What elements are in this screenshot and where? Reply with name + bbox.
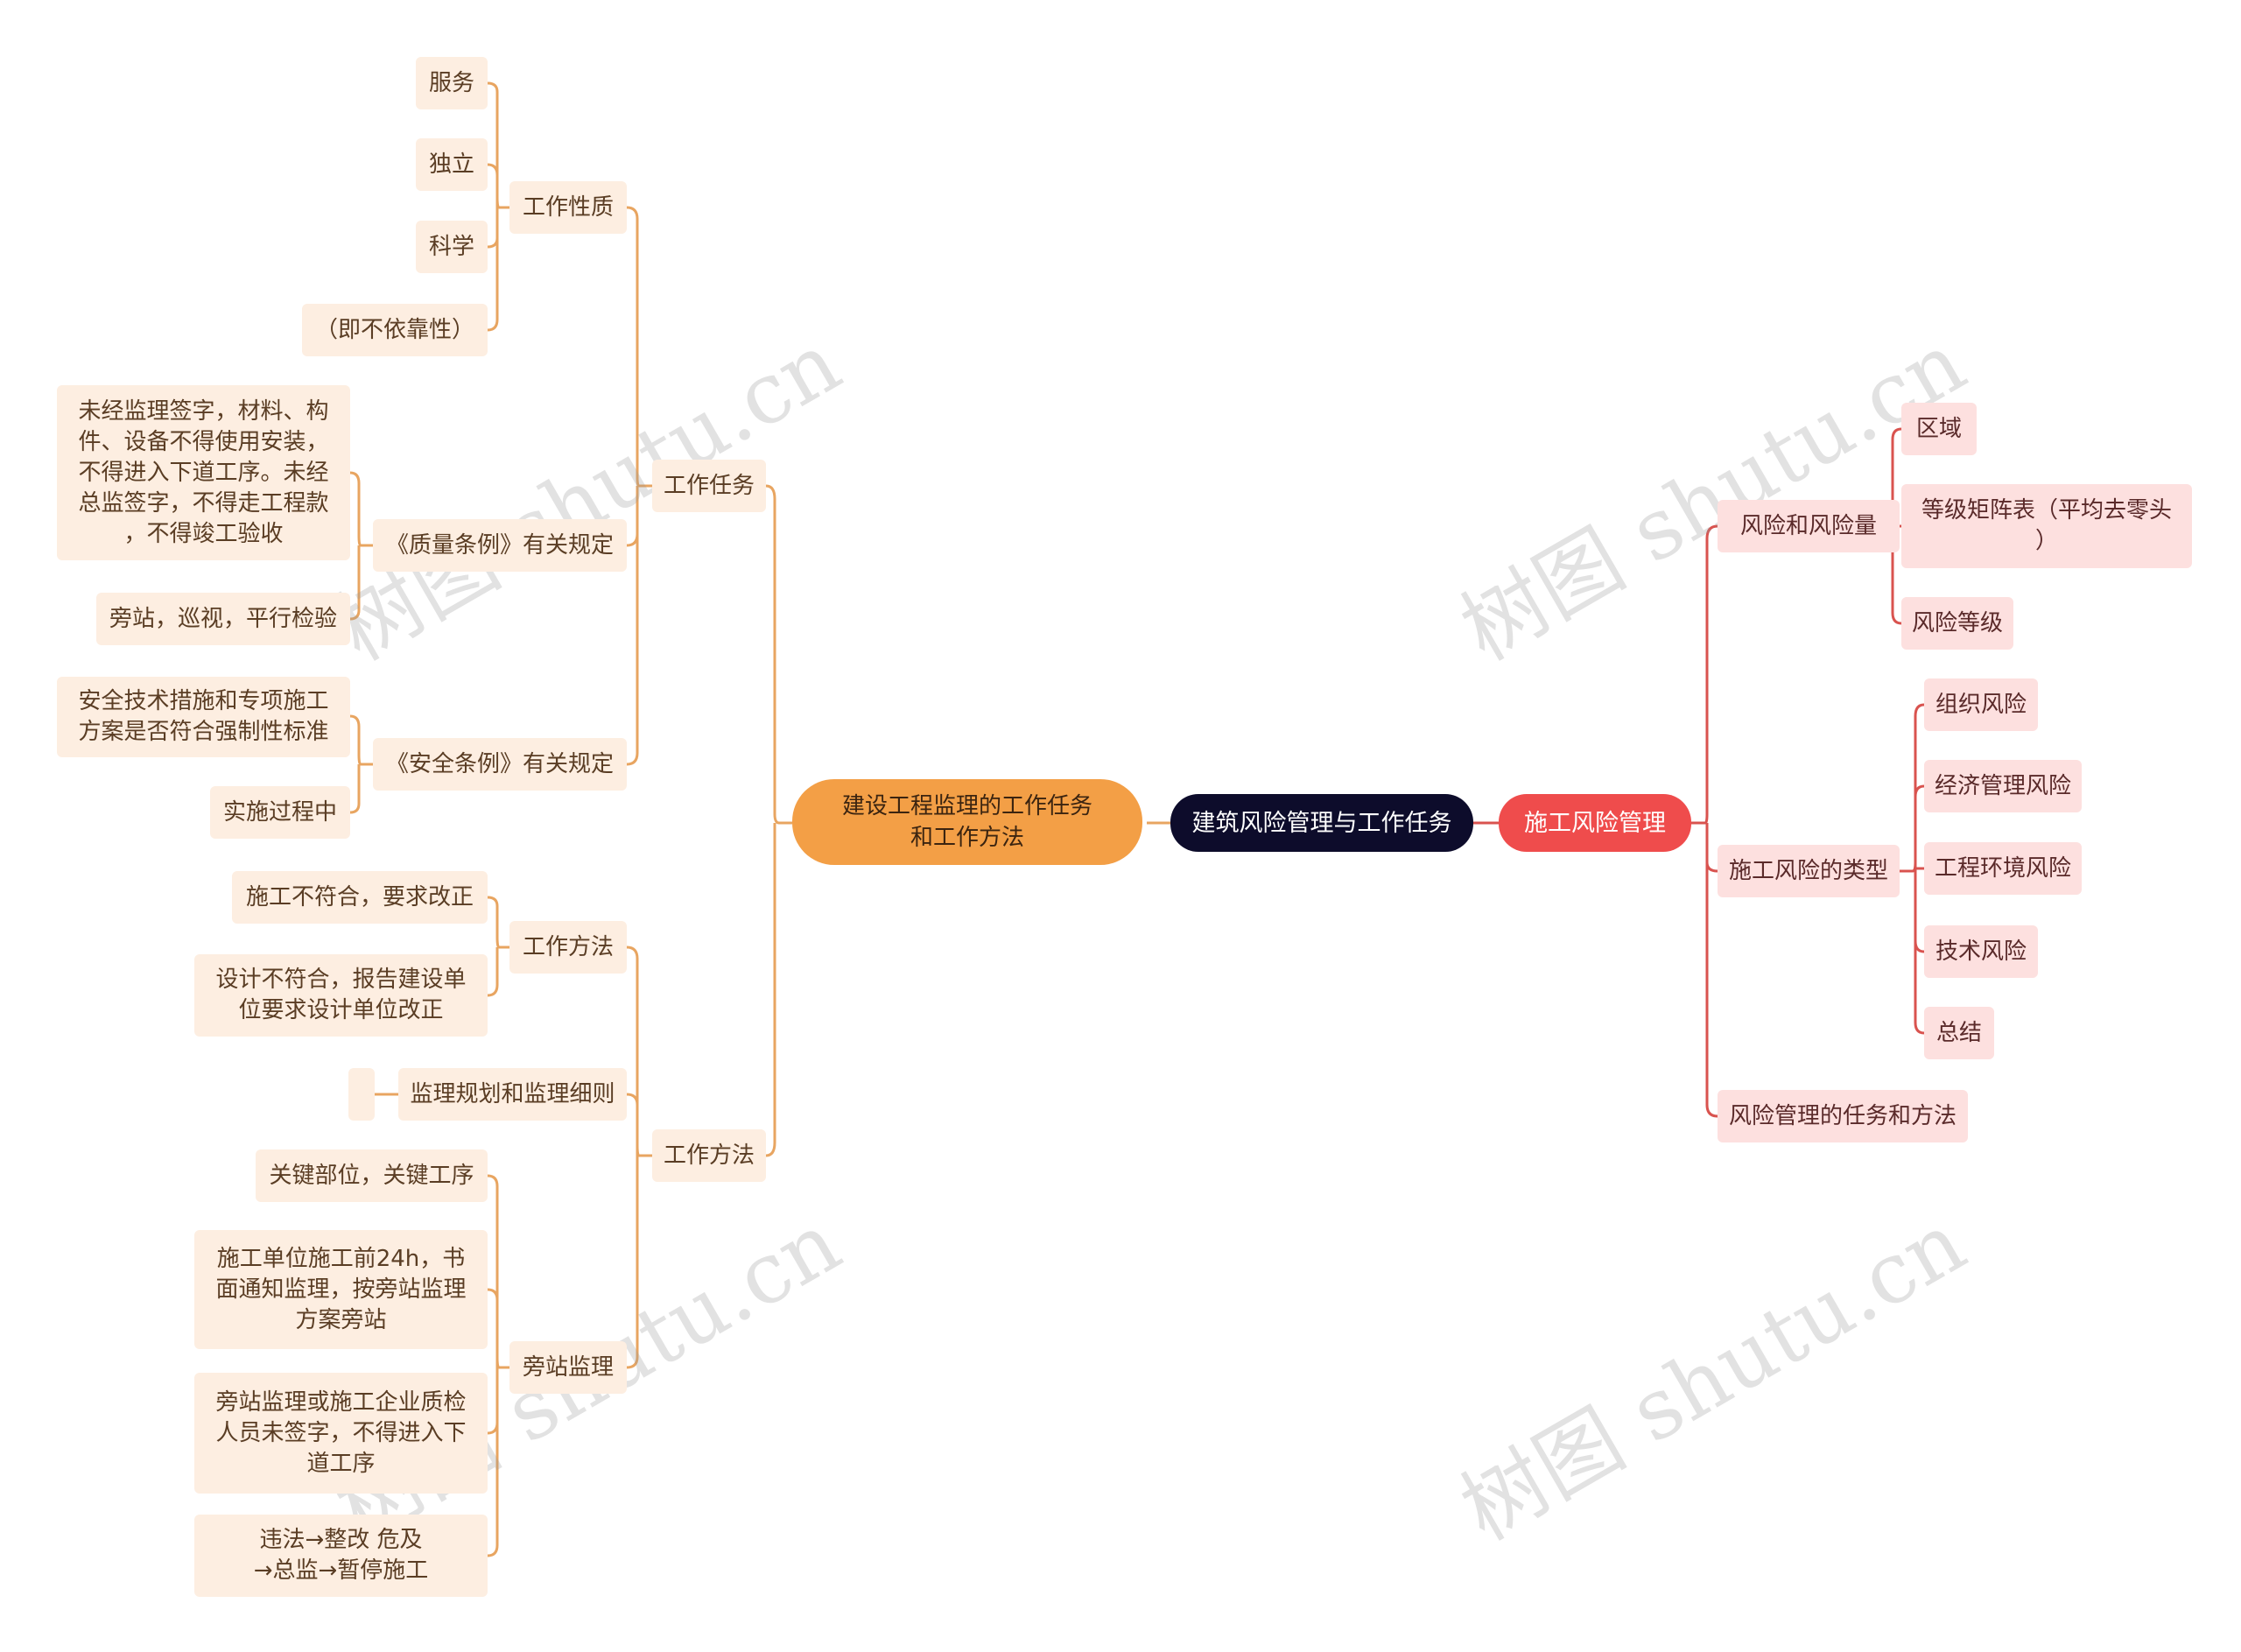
type-item-technical[interactable]: 技术风险	[1924, 925, 2038, 978]
side-item-key[interactable]: 关键部位，关键工序	[256, 1149, 488, 1202]
risk-types-node[interactable]: 施工风险的类型	[1718, 845, 1900, 897]
work-nature-node[interactable]: 工作性质	[509, 181, 627, 234]
nature-item-science[interactable]: 科学	[416, 221, 488, 273]
work-task-node[interactable]: 工作任务	[652, 460, 766, 512]
side-item-signature[interactable]: 旁站监理或施工企业质检 人员未签字，不得进入下 道工序	[194, 1373, 488, 1494]
type-item-environment[interactable]: 工程环境风险	[1924, 842, 2082, 895]
type-item-organization[interactable]: 组织风险	[1924, 678, 2038, 731]
safety-rule-node[interactable]: 《安全条例》有关规定	[373, 738, 627, 791]
left-main-node[interactable]: 建设工程监理的工作任务 和工作方法	[792, 779, 1142, 865]
type-item-economic[interactable]: 经济管理风险	[1924, 760, 2082, 812]
safety-item-standard[interactable]: 安全技术措施和专项施工 方案是否符合强制性标准	[57, 677, 350, 757]
nature-item-service[interactable]: 服务	[416, 57, 488, 109]
right-main-node[interactable]: 施工风险管理	[1499, 794, 1691, 852]
nature-item-independent[interactable]: 独立	[416, 138, 488, 191]
nature-item-non-dependence[interactable]: （即不依靠性）	[302, 304, 488, 356]
work-method-sub-node[interactable]: 工作方法	[509, 921, 627, 974]
root-node[interactable]: 建筑风险管理与工作任务	[1170, 794, 1473, 852]
quality-item-signature[interactable]: 未经监理签字，材料、构 件、设备不得使用安装， 不得进入下道工序。未经 总监签字…	[57, 385, 350, 560]
type-item-summary[interactable]: 总结	[1924, 1007, 1994, 1059]
plan-node[interactable]: 监理规划和监理细则	[398, 1068, 627, 1121]
side-item-illegal[interactable]: 违法→整改 危及 →总监→暂停施工	[194, 1515, 488, 1597]
risk-amount-node[interactable]: 风险和风险量	[1718, 500, 1900, 552]
method-item-design[interactable]: 设计不符合，报告建设单 位要求设计单位改正	[194, 954, 488, 1037]
quality-item-inspection[interactable]: 旁站，巡视，平行检验	[96, 593, 350, 645]
safety-item-process[interactable]: 实施过程中	[210, 786, 350, 839]
side-item-notice[interactable]: 施工单位施工前24h，书 面通知监理，按旁站监理 方案旁站	[194, 1230, 488, 1349]
risk-tasks-node[interactable]: 风险管理的任务和方法	[1718, 1090, 1968, 1142]
quality-rule-node[interactable]: 《质量条例》有关规定	[373, 519, 627, 572]
risk-item-level[interactable]: 风险等级	[1901, 597, 2013, 650]
work-method-node[interactable]: 工作方法	[652, 1129, 766, 1182]
risk-item-matrix[interactable]: 等级矩阵表（平均去零头 ）	[1901, 484, 2192, 568]
side-station-node[interactable]: 旁站监理	[509, 1341, 627, 1394]
plan-empty-node[interactable]	[348, 1068, 375, 1121]
risk-item-area[interactable]: 区域	[1901, 403, 1977, 455]
method-item-construction[interactable]: 施工不符合，要求改正	[232, 871, 488, 924]
